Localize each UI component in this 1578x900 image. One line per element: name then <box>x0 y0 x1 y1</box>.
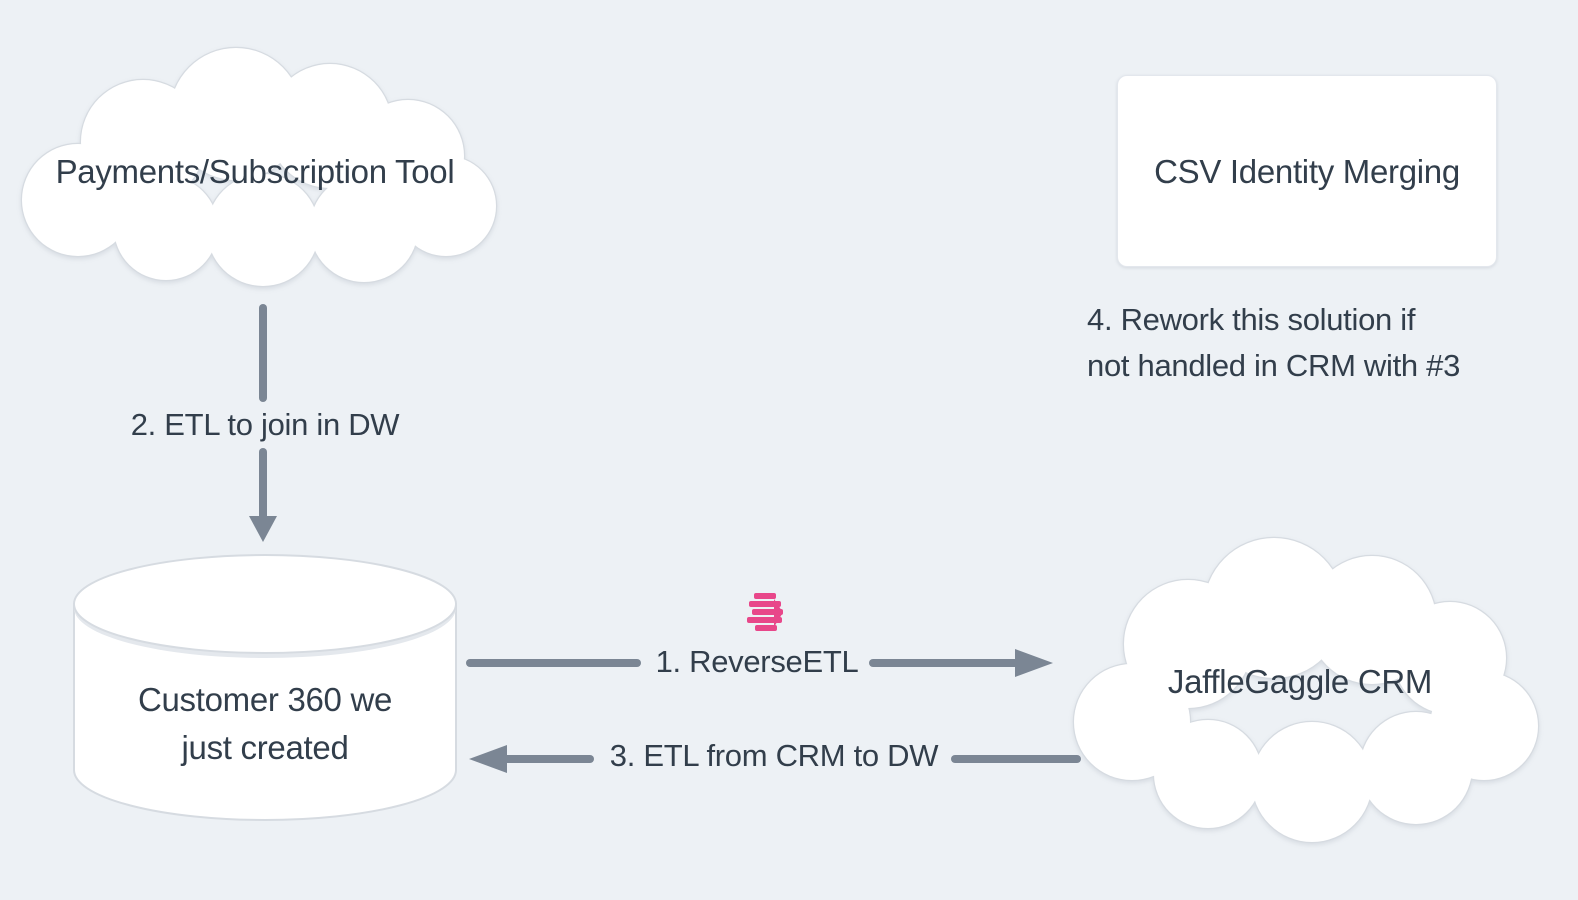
payments-cloud-label: Payments/Subscription Tool <box>55 153 455 190</box>
payments-cloud-shape <box>20 46 498 288</box>
annotation-line-2: not handled in CRM with #3 <box>1087 348 1461 383</box>
customer360-label-line-2: just created <box>181 729 349 766</box>
reverse-etl-label: 1. ReverseETL <box>655 644 859 679</box>
reverse-etl-arrow <box>466 649 1053 677</box>
etl-to-dw-label: 2. ETL to join in DW <box>130 407 400 442</box>
csv-merging-label: CSV Identity Merging <box>1154 153 1460 190</box>
etl-from-crm-label: 3. ETL from CRM to DW <box>609 738 939 773</box>
annotation-line-1: 4. Rework this solution if <box>1087 302 1416 337</box>
csv-merging-card <box>1117 75 1497 267</box>
etl-from-crm-arrow <box>469 745 1081 773</box>
crm-cloud-label: JaffleGaggle CRM <box>1167 663 1433 700</box>
customer360-cylinder-shape <box>73 554 457 821</box>
crm-cloud-shape <box>1072 536 1540 844</box>
hightouch-logo-icon <box>747 593 783 631</box>
etl-to-dw-arrow <box>249 304 277 542</box>
customer360-label-line-1: Customer 360 we <box>137 681 393 718</box>
